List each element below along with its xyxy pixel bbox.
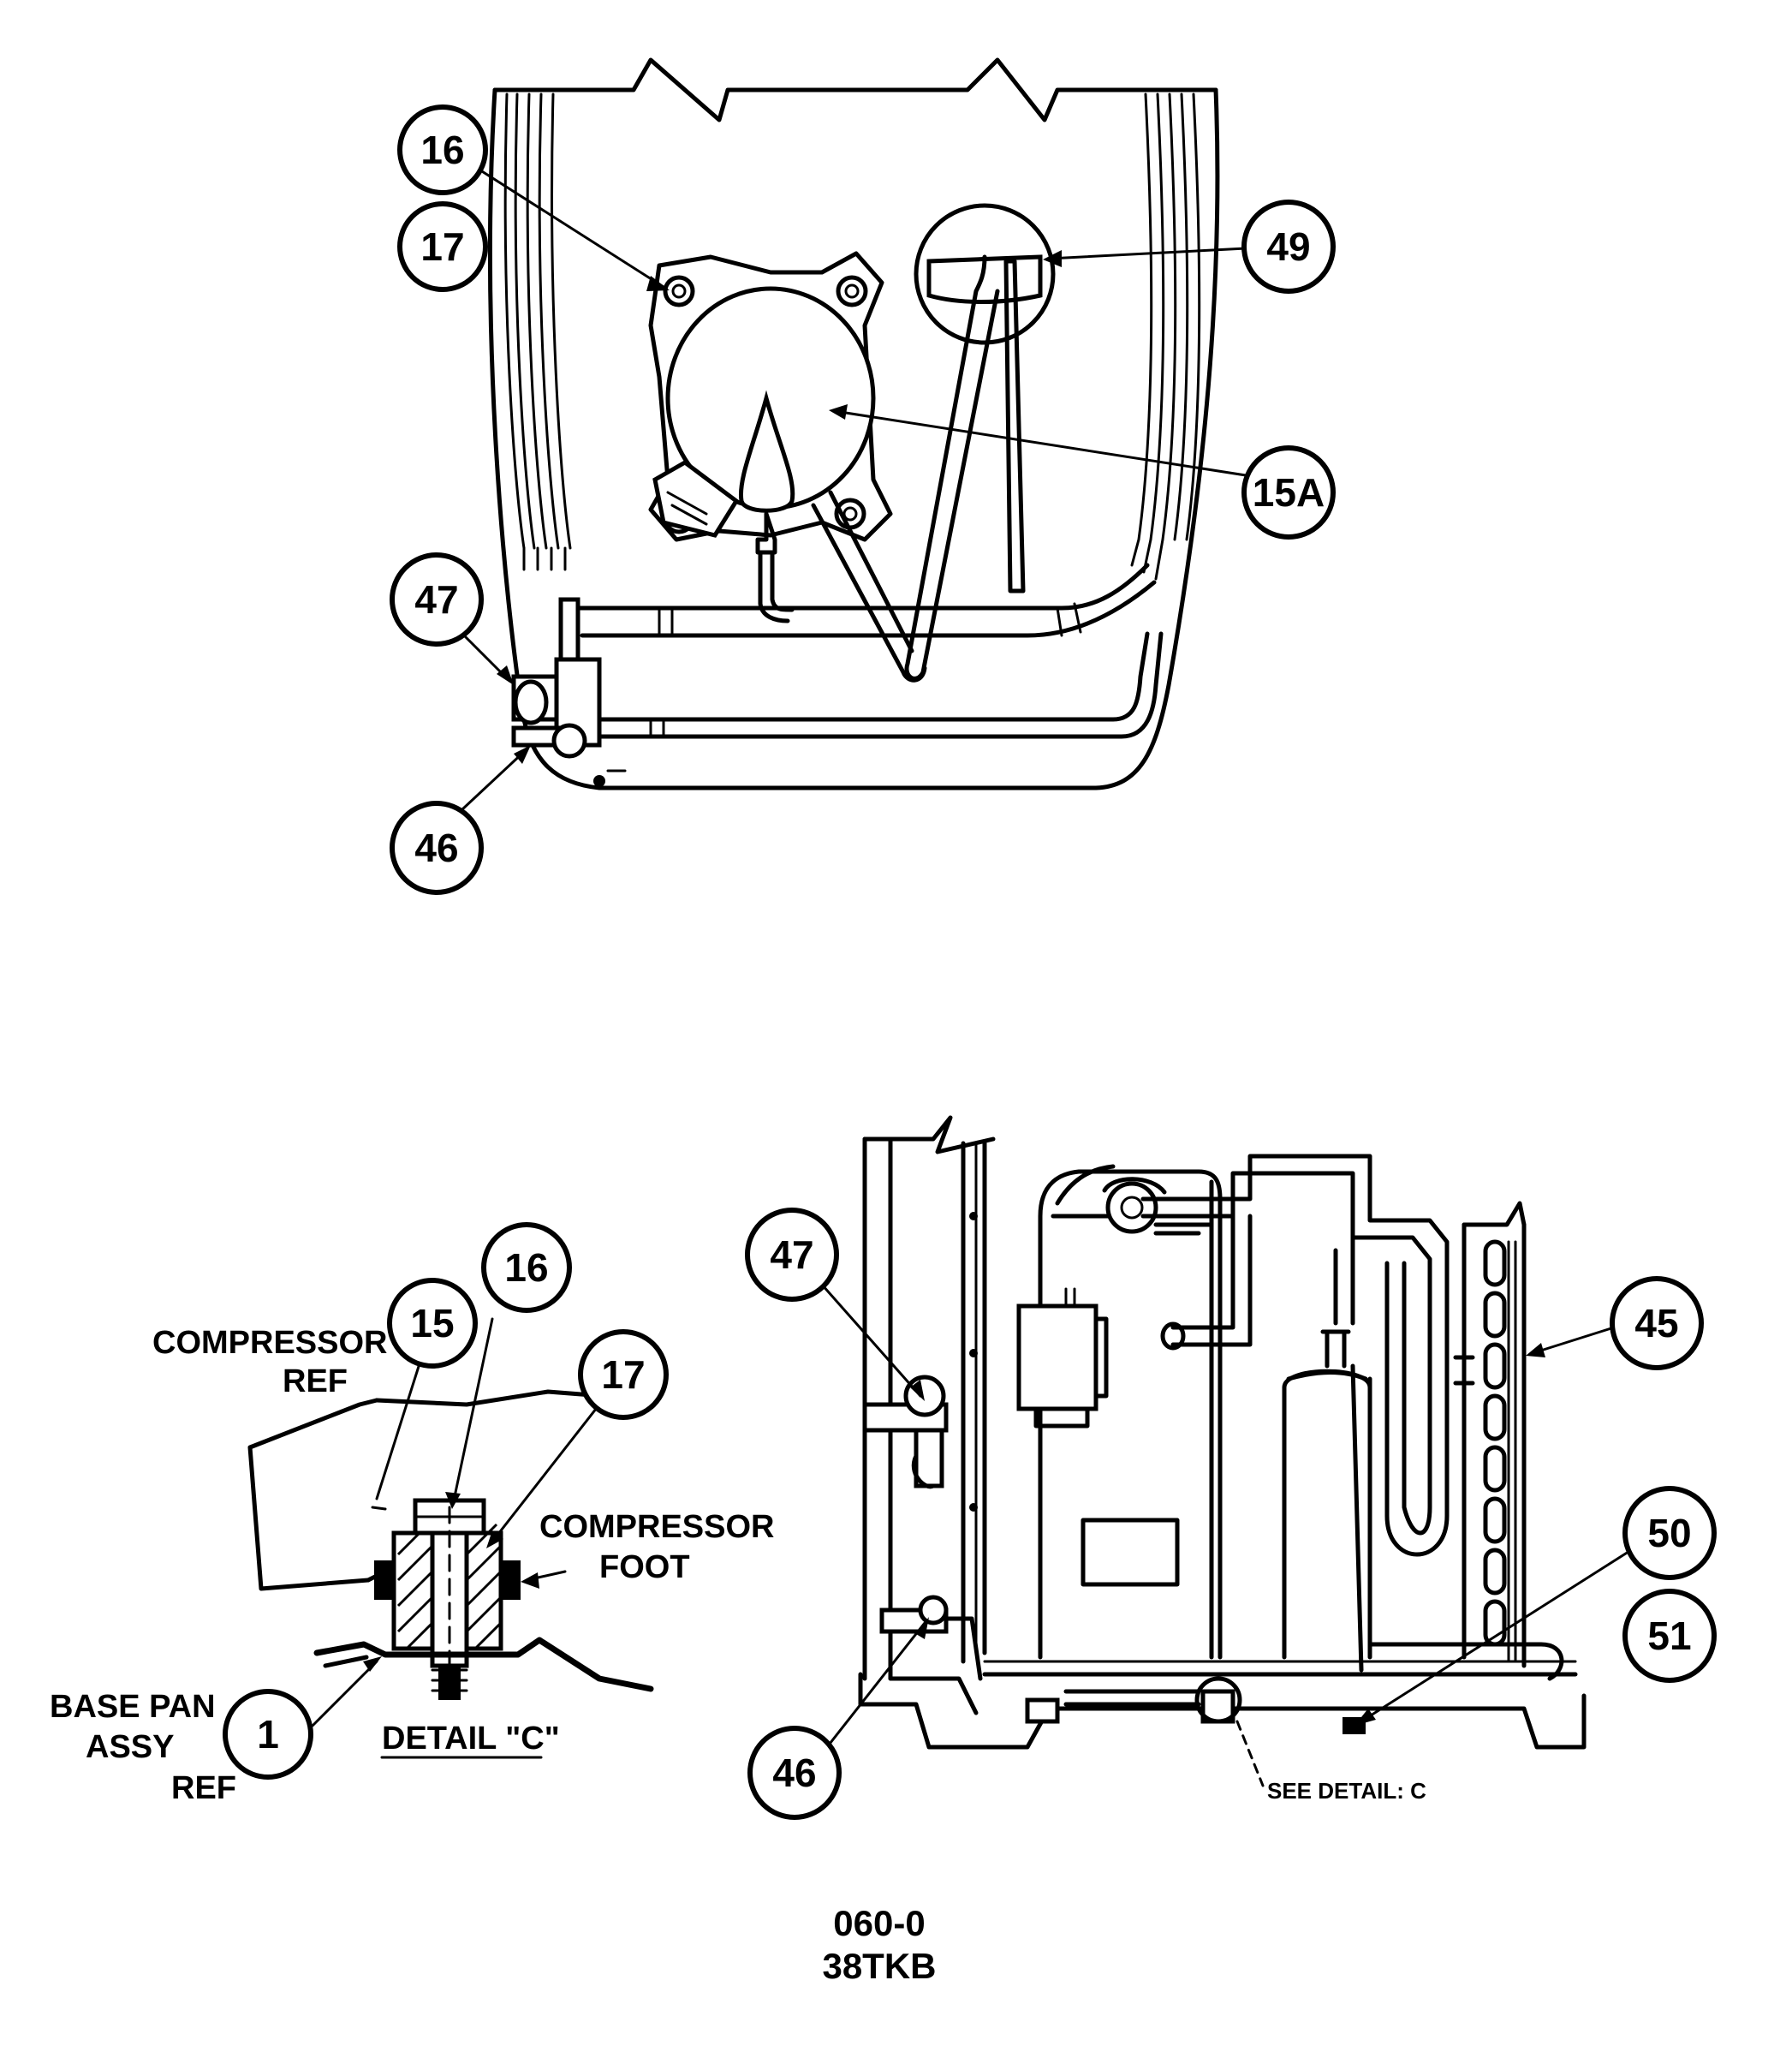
model-code-line-1: 060-0 — [833, 1903, 925, 1943]
balloon-50-side: 50 — [1622, 1486, 1717, 1580]
svg-text:50: 50 — [1647, 1511, 1691, 1555]
see-detail-label: SEE DETAIL: C — [1267, 1778, 1426, 1804]
base-pan-label-2: ASSY — [86, 1729, 174, 1765]
top-view: 16 17 49 15A 47 46 — [390, 57, 1336, 895]
svg-text:47: 47 — [770, 1232, 813, 1277]
base-pan-label-3: REF — [171, 1770, 236, 1806]
balloon-15-detail: 15 — [387, 1278, 478, 1369]
svg-text:49: 49 — [1266, 224, 1310, 269]
svg-text:15A: 15A — [1253, 470, 1325, 515]
detail-c-view: COMPRESSOR REF COMPRESSOR FOOT BASE PAN … — [50, 1222, 774, 1806]
balloon-51-side: 51 — [1622, 1589, 1717, 1683]
balloon-46-top: 46 — [390, 801, 484, 895]
balloon-47-top: 47 — [390, 552, 484, 647]
svg-text:16: 16 — [504, 1245, 548, 1290]
compressor-foot-label: COMPRESSOR — [539, 1509, 774, 1545]
svg-text:46: 46 — [414, 826, 458, 870]
compressor-foot-label-2: FOOT — [599, 1549, 690, 1585]
detail-c-caption: DETAIL "C" — [382, 1721, 560, 1757]
svg-text:17: 17 — [420, 224, 464, 269]
balloon-46-side: 46 — [747, 1726, 842, 1820]
base-pan-label: BASE PAN — [50, 1689, 216, 1725]
compressor-ref-label: COMPRESSOR — [152, 1325, 387, 1361]
model-code-line-2: 38TKB — [822, 1946, 936, 1986]
svg-text:51: 51 — [1647, 1614, 1691, 1658]
svg-text:45: 45 — [1634, 1301, 1678, 1345]
balloon-17-detail: 17 — [578, 1329, 669, 1420]
svg-text:15: 15 — [410, 1301, 454, 1345]
compressor-ref-label-2: REF — [283, 1363, 348, 1399]
svg-text:47: 47 — [414, 577, 458, 622]
balloon-17-top: 17 — [397, 201, 488, 292]
svg-text:17: 17 — [601, 1352, 645, 1397]
balloon-47-side: 47 — [745, 1208, 839, 1302]
svg-text:1: 1 — [257, 1712, 279, 1757]
svg-text:46: 46 — [772, 1751, 816, 1795]
balloon-45-side: 45 — [1610, 1276, 1704, 1370]
coil-tubes — [1453, 1239, 1517, 1663]
side-view: SEE DETAIL: C 47 46 45 50 51 — [745, 1115, 1717, 1820]
balloon-1-detail: 1 — [223, 1689, 313, 1780]
svg-text:16: 16 — [420, 128, 464, 172]
balloon-16-top: 16 — [397, 104, 488, 195]
balloon-16-detail: 16 — [481, 1222, 572, 1313]
balloon-15a-top: 15A — [1241, 445, 1336, 540]
balloon-49-top: 49 — [1241, 200, 1336, 294]
